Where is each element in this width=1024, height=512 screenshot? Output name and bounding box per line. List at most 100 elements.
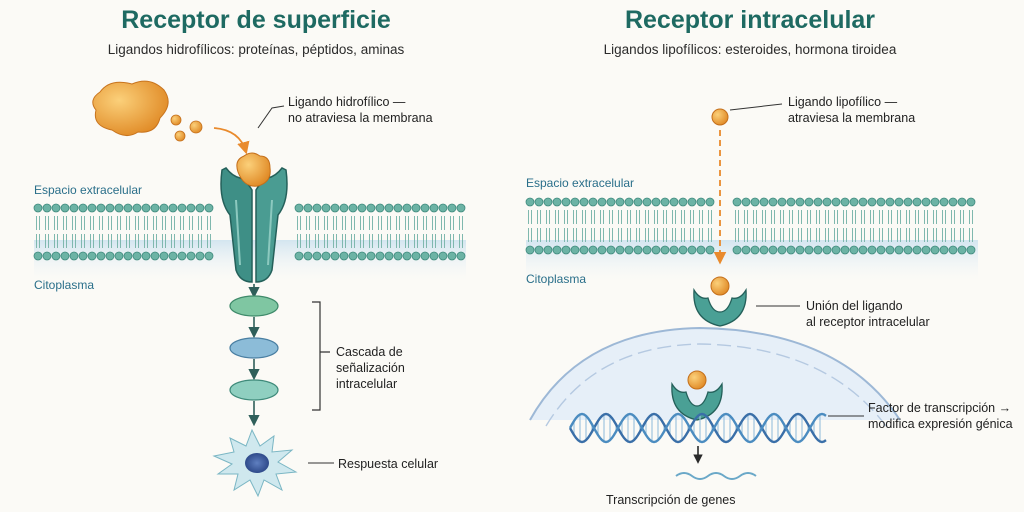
- lipid-tail: [870, 228, 874, 242]
- lipid-head: [393, 251, 403, 261]
- mrna-strand: [675, 472, 757, 480]
- lipid-head: [123, 251, 133, 261]
- lipid-head: [570, 245, 580, 255]
- lipid-head: [105, 203, 115, 213]
- lipid-tail: [843, 210, 847, 224]
- lipid-tail: [564, 210, 568, 224]
- ligand-approach-arrow: [213, 127, 250, 155]
- lipid-head: [687, 245, 697, 255]
- lipid-head: [330, 251, 340, 261]
- lipid-head: [615, 245, 625, 255]
- lipid-head: [132, 251, 142, 261]
- lipid-head: [402, 203, 412, 213]
- lipid-tail: [162, 216, 166, 230]
- lipid-tail: [171, 234, 175, 248]
- lipid-head: [141, 203, 151, 213]
- lipid-head: [87, 203, 97, 213]
- lipid-tail: [924, 228, 928, 242]
- lipid-head: [669, 197, 679, 207]
- lipid-tail: [144, 234, 148, 248]
- lipid-tail: [423, 216, 427, 230]
- lipid-tail: [54, 216, 58, 230]
- lipid-tail: [537, 210, 541, 224]
- lipid-tail: [315, 234, 319, 248]
- lipid-head: [195, 251, 205, 261]
- nuclear-envelope: [529, 326, 901, 421]
- lipid-tail: [816, 228, 820, 242]
- lipid-tail: [933, 228, 937, 242]
- lipid-head: [570, 197, 580, 207]
- lipid-tail: [144, 216, 148, 230]
- dna-helix: [568, 412, 827, 444]
- lipid-tail: [546, 228, 550, 242]
- lipid-tail: [90, 216, 94, 230]
- nuclear-envelope-inner: [545, 343, 887, 427]
- response-label: Respuesta celular: [338, 457, 439, 471]
- lipid-head: [561, 197, 571, 207]
- lipid-tail: [528, 228, 532, 242]
- lipid-tail: [342, 216, 346, 230]
- lipid-head: [921, 197, 931, 207]
- ligand-ball: [174, 130, 186, 142]
- lipid-tail: [762, 228, 766, 242]
- lipid-head: [438, 251, 448, 261]
- lipid-tail: [36, 234, 40, 248]
- cascade-protein-1: [229, 295, 279, 317]
- lipid-head: [456, 251, 466, 261]
- lipid-head: [339, 203, 349, 213]
- lipid-head: [186, 203, 196, 213]
- lipid-head: [624, 245, 634, 255]
- dna-strand: [568, 412, 827, 444]
- lipid-tail: [888, 210, 892, 224]
- lipid-tail: [54, 234, 58, 248]
- lipid-tail: [555, 228, 559, 242]
- lipid-tail: [153, 216, 157, 230]
- lipid-tail: [744, 210, 748, 224]
- lipid-head: [696, 197, 706, 207]
- lipid-tail: [888, 228, 892, 242]
- lipid-tail: [441, 216, 445, 230]
- lipid-tail: [609, 228, 613, 242]
- lipid-tail: [906, 228, 910, 242]
- lipid-head: [867, 197, 877, 207]
- lipophilic-ligand-label: Ligando lipofílico — atraviesa la membra…: [788, 95, 916, 125]
- lipid-head: [777, 197, 787, 207]
- lipophilic-leader-line: [729, 103, 783, 111]
- lipid-tail: [378, 216, 382, 230]
- lipid-head: [633, 245, 643, 255]
- lipid-tail: [441, 234, 445, 248]
- lipid-tail: [387, 234, 391, 248]
- lipid-tail: [189, 234, 193, 248]
- lipid-head: [123, 203, 133, 213]
- lipid-head: [366, 251, 376, 261]
- lipid-head: [651, 197, 661, 207]
- lipid-head: [303, 251, 313, 261]
- lipid-head: [411, 203, 421, 213]
- lipid-tail: [207, 216, 211, 230]
- lipid-tail: [816, 210, 820, 224]
- lipid-tail: [735, 210, 739, 224]
- lipid-head: [384, 251, 394, 261]
- lipid-head: [330, 203, 340, 213]
- lipid-head: [966, 197, 976, 207]
- lipid-tail: [771, 228, 775, 242]
- lipid-tail: [924, 210, 928, 224]
- lipid-head: [579, 197, 589, 207]
- lipid-tail: [753, 228, 757, 242]
- responding-cell: [212, 428, 298, 498]
- lipid-tail: [564, 228, 568, 242]
- lipid-head: [114, 203, 124, 213]
- lipid-head: [759, 245, 769, 255]
- lipid-head: [561, 245, 571, 255]
- lipid-tail: [297, 216, 301, 230]
- lipid-head: [939, 197, 949, 207]
- lipid-tail: [960, 228, 964, 242]
- lipid-head: [642, 197, 652, 207]
- lipid-tail: [663, 210, 667, 224]
- lipid-tail: [690, 210, 694, 224]
- lipid-tail: [396, 216, 400, 230]
- lipid-head: [534, 245, 544, 255]
- lipid-head: [87, 251, 97, 261]
- lipid-tail: [681, 228, 685, 242]
